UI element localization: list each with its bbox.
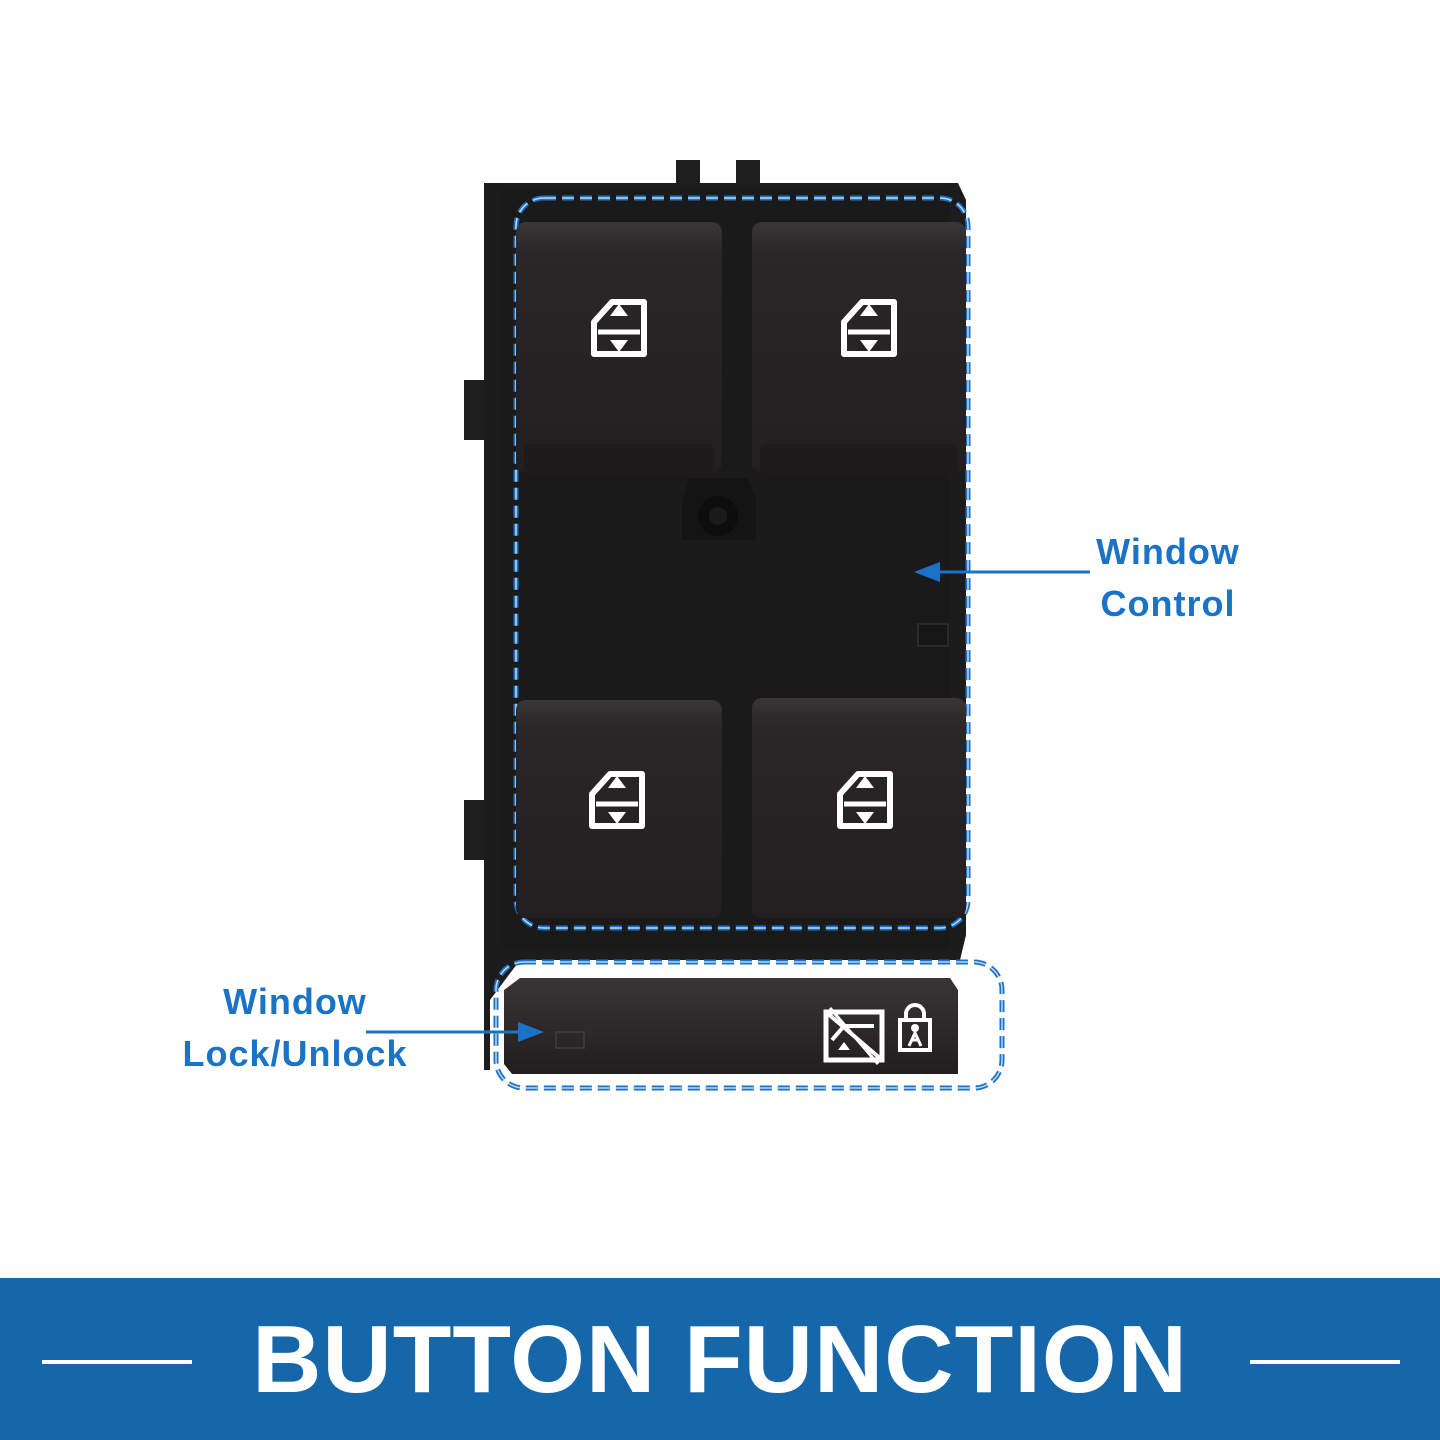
banner-divider-right [1250,1360,1400,1364]
window-control-label-line2: Control [1100,583,1236,624]
window-button-front-left[interactable] [516,222,722,474]
window-control-label: Window Control [1078,526,1258,630]
window-switch-illustration [366,160,1090,1091]
window-lock-icon [823,1007,885,1065]
window-lock-label-line2: Lock/Unlock [182,1033,408,1074]
window-button-front-right[interactable] [752,222,966,474]
window-lock-arrow [366,1022,544,1042]
window-lock-button[interactable] [504,978,958,1074]
window-control-arrow [914,562,1090,582]
window-lock-label: Window Lock/Unlock [150,976,440,1080]
title-banner: BUTTON FUNCTION [0,1278,1440,1440]
child-lock-icon [898,1003,932,1052]
window-lock-label-line1: Window [223,981,367,1022]
window-button-rear-right[interactable] [752,698,966,918]
banner-title: BUTTON FUNCTION [252,1306,1188,1413]
window-button-rear-left[interactable] [516,700,722,918]
banner-divider-left [42,1360,192,1364]
window-control-label-line1: Window [1096,531,1240,572]
